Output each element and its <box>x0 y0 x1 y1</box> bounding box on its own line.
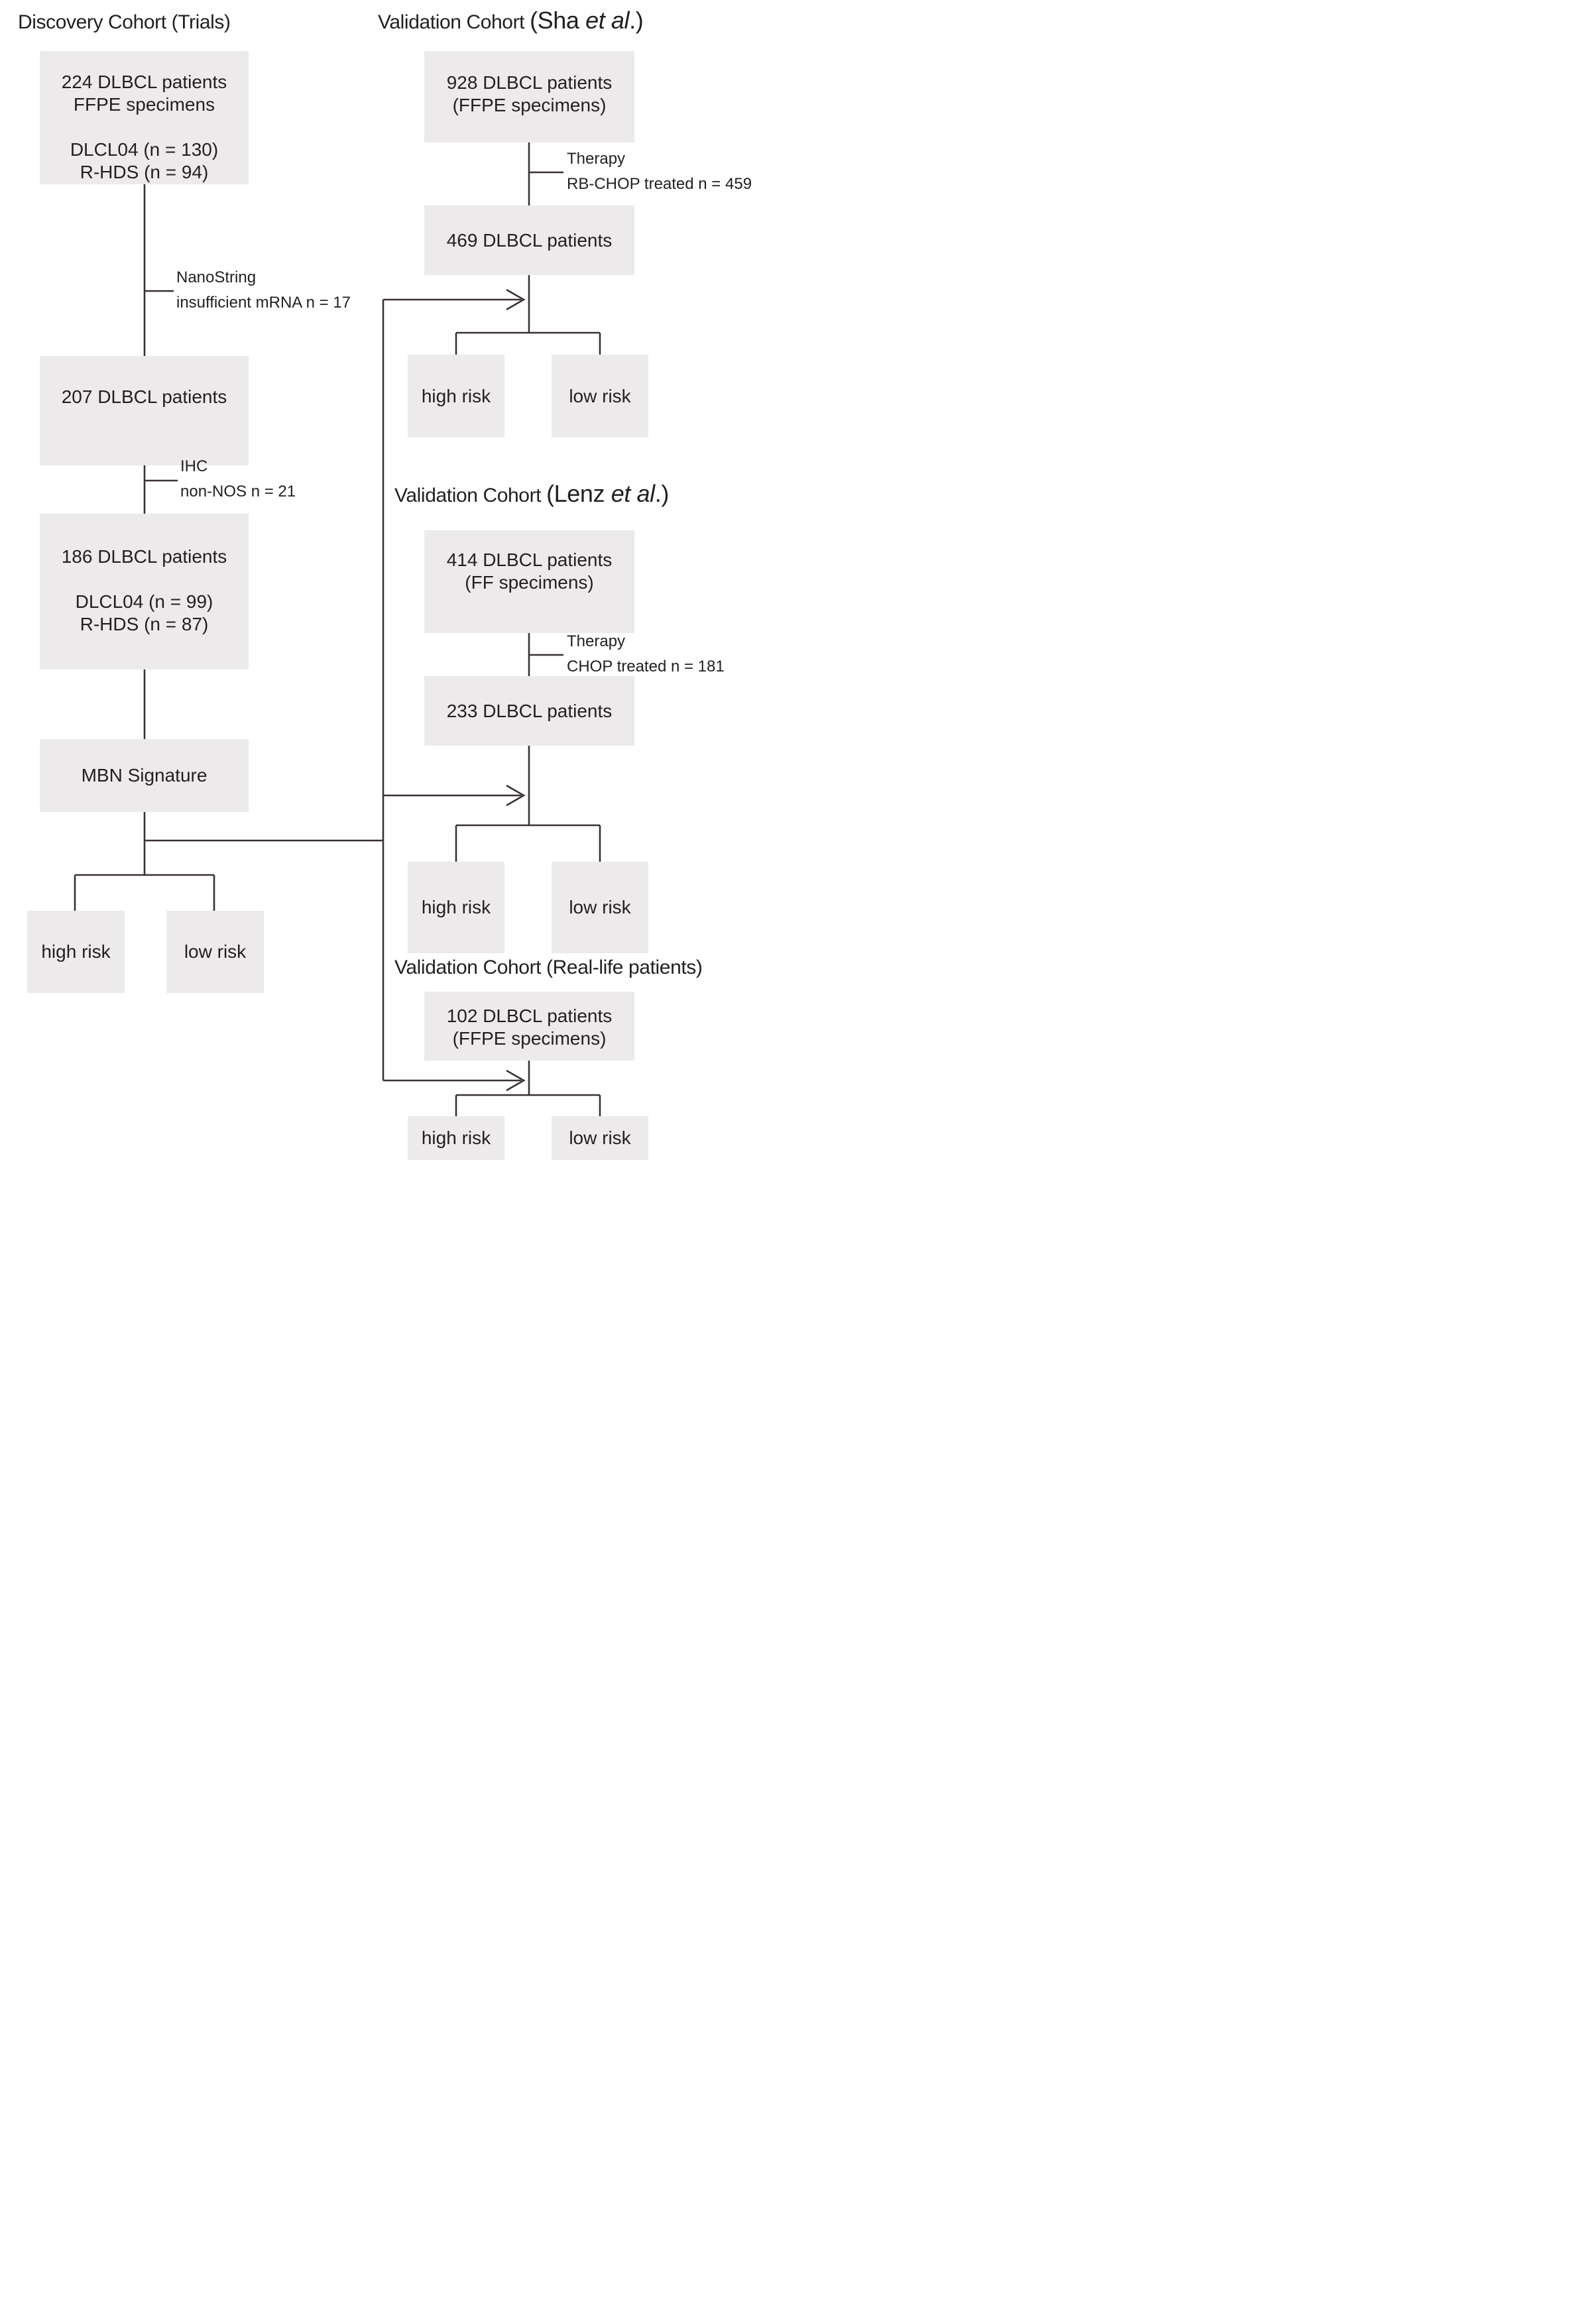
connector-lines <box>74 143 601 1116</box>
node-928-dlbcl-patients: 928 DLBCL patients (FFPE specimens) <box>424 51 634 143</box>
node-224-dlbcl-patients: 224 DLBCL patients FFPE specimens DLCL04… <box>40 51 249 184</box>
title-validation-real-life: Validation Cohort (Real-life patients) <box>394 955 703 979</box>
annotation-lenz-therapy: Therapy CHOP treated n = 181 <box>567 632 725 675</box>
title-validation-lenz: Validation Cohort (Lenz et al.) <box>394 480 669 507</box>
title-discovery-cohort: Discovery Cohort (Trials) <box>18 9 231 34</box>
node-real-high-risk: high risk <box>408 1116 504 1160</box>
annotation-ihc: IHC non-NOS n = 21 <box>180 457 296 500</box>
title-discovery-text: Discovery Cohort (Trials) <box>18 11 231 33</box>
title-real-text: Validation Cohort (Real-life patients) <box>394 957 703 978</box>
node-discovery-low-risk: low risk <box>166 911 264 993</box>
node-207-dlbcl-patients: 207 DLBCL patients <box>40 356 249 465</box>
node-414-dlbcl-patients: 414 DLBCL patients (FF specimens) <box>424 530 634 633</box>
node-real-low-risk: low risk <box>552 1116 648 1160</box>
node-lenz-high-risk: high risk <box>408 862 504 953</box>
node-lenz-low-risk: low risk <box>552 862 648 953</box>
node-469-dlbcl-patients: 469 DLBCL patients <box>424 205 634 275</box>
title-lenz-text: Validation Cohort <box>394 485 547 506</box>
arrowhead-sha <box>506 288 526 311</box>
annotation-sha-therapy: Therapy RB-CHOP treated n = 459 <box>567 150 752 193</box>
flow-diagram: Discovery Cohort (Trials) Validation Coh… <box>0 0 796 1162</box>
node-sha-low-risk: low risk <box>552 355 648 437</box>
node-discovery-high-risk: high risk <box>27 911 125 993</box>
node-102-dlbcl-patients: 102 DLBCL patients (FFPE specimens) <box>424 992 634 1061</box>
node-233-dlbcl-patients: 233 DLBCL patients <box>424 676 634 746</box>
arrowhead-real <box>506 1069 526 1092</box>
title-validation-sha: Validation Cohort (Sha et al.) <box>378 7 644 34</box>
node-sha-high-risk: high risk <box>408 355 504 437</box>
node-186-dlbcl-patients: 186 DLBCL patients DLCL04 (n = 99) R-HDS… <box>40 514 249 669</box>
title-sha-text: Validation Cohort <box>378 11 530 33</box>
node-mbn-signature: MBN Signature <box>40 739 249 812</box>
arrowhead-lenz <box>506 784 526 807</box>
annotation-nanostring: NanoString insufficient mRNA n = 17 <box>176 268 351 312</box>
